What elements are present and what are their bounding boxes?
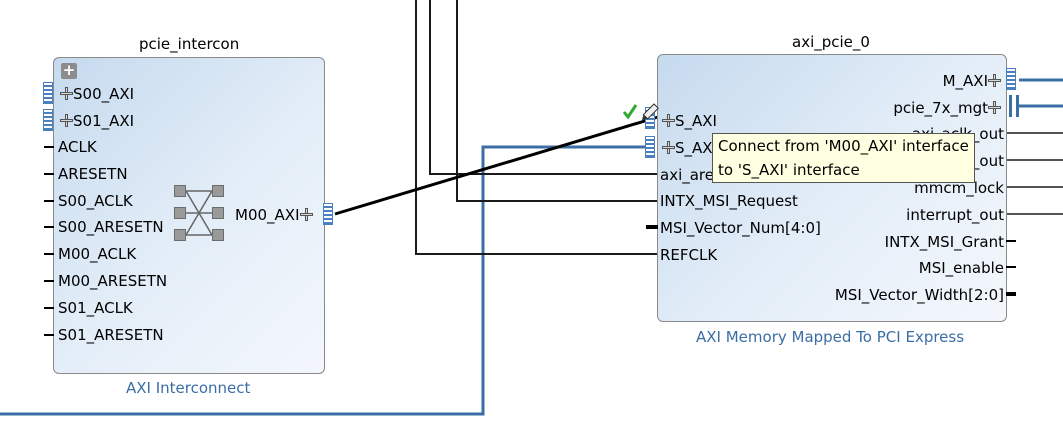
port-m00-axi[interactable]: M00_AXI [235, 206, 313, 224]
pcie-intercon-ip-name: AXI Interconnect [126, 379, 251, 397]
axi-pcie-0-block[interactable] [657, 54, 1007, 322]
interface-plus-icon[interactable] [60, 87, 73, 100]
bus-pin-msi-vector-num [646, 225, 658, 229]
connection-tooltip: Connect from 'M00_AXI' interface to 'S_A… [712, 133, 975, 183]
tooltip-line-2: to 'S_AXI' interface [718, 161, 860, 179]
port-s00-aclk[interactable]: S00_ACLK [58, 192, 133, 210]
pcie-intercon-instance-name: pcie_intercon [139, 35, 240, 53]
wire-axi-aresetn [429, 0, 658, 175]
interface-plus-icon[interactable] [662, 141, 675, 154]
tooltip-line-1: Connect from 'M00_AXI' interface [718, 137, 969, 155]
interface-plus-icon[interactable] [988, 101, 1001, 114]
wire-intx-msi-request [456, 0, 658, 202]
port-refclk[interactable]: REFCLK [660, 246, 718, 264]
interface-plus-icon[interactable] [60, 114, 73, 127]
port-msi-vector-width[interactable]: MSI_Vector_Width[2:0] [834, 286, 1004, 304]
interface-plus-icon[interactable] [662, 114, 675, 127]
port-m-axi[interactable]: M_AXI [943, 72, 1001, 90]
s00-axi-port-stub[interactable] [43, 82, 53, 104]
s-axi-ctl-port-stub[interactable] [645, 136, 655, 158]
interface-plus-icon[interactable] [299, 208, 313, 221]
crossbar-icon [174, 185, 224, 241]
port-m00-aresetn[interactable]: M00_ARESETN [58, 272, 168, 290]
port-s01-aclk[interactable]: S01_ACLK [58, 299, 133, 317]
m00-axi-port-stub[interactable] [323, 203, 333, 225]
port-m00-aclk[interactable]: M00_ACLK [58, 245, 137, 263]
pencil-icon [641, 103, 659, 121]
axi-pcie-0-instance-name: axi_pcie_0 [792, 33, 870, 51]
connection-cursor [622, 103, 659, 121]
port-aresetn[interactable]: ARESETN [58, 165, 128, 183]
port-msi-vector-num[interactable]: MSI_Vector_Num[4:0] [660, 219, 821, 237]
port-mmcm-lock[interactable]: mmcm_lock [914, 179, 1004, 197]
port-pcie-7x-mgt[interactable]: pcie_7x_mgt [893, 99, 1001, 117]
s01-axi-port-stub[interactable] [43, 109, 53, 131]
drag-connection-line [334, 115, 659, 216]
port-interrupt-out[interactable]: interrupt_out [906, 206, 1004, 224]
m-axi-port-stub[interactable] [1006, 68, 1016, 90]
port-msi-enable[interactable]: MSI_enable [918, 259, 1004, 277]
bus-net-s-axi-ctl [0, 145, 645, 416]
pcie-7x-mgt-port-stub[interactable] [1009, 95, 1019, 117]
pcie-intercon-block[interactable] [53, 57, 325, 374]
wire-refclk [415, 0, 658, 255]
port-pins-left [44, 146, 54, 336]
port-s01-axi[interactable]: S01_AXI [60, 112, 134, 130]
port-s00-aresetn[interactable]: S00_ARESETN [58, 218, 164, 236]
port-intx-msi-request[interactable]: INTX_MSI_Request [660, 192, 798, 210]
checkmark-icon [622, 104, 638, 120]
port-s01-aresetn[interactable]: S01_ARESETN [58, 326, 164, 344]
port-s00-axi[interactable]: S00_AXI [60, 85, 134, 103]
port-aclk[interactable]: ACLK [58, 138, 97, 156]
port-s-axi[interactable]: S_AXI [662, 112, 717, 130]
axi-pcie-0-ip-name: AXI Memory Mapped To PCI Express [696, 328, 965, 346]
expand-hierarchy-button[interactable]: + [61, 61, 77, 79]
interface-plus-icon[interactable] [988, 74, 1001, 87]
port-intx-msi-grant[interactable]: INTX_MSI_Grant [884, 233, 1004, 251]
port-pins-right [1006, 240, 1016, 296]
